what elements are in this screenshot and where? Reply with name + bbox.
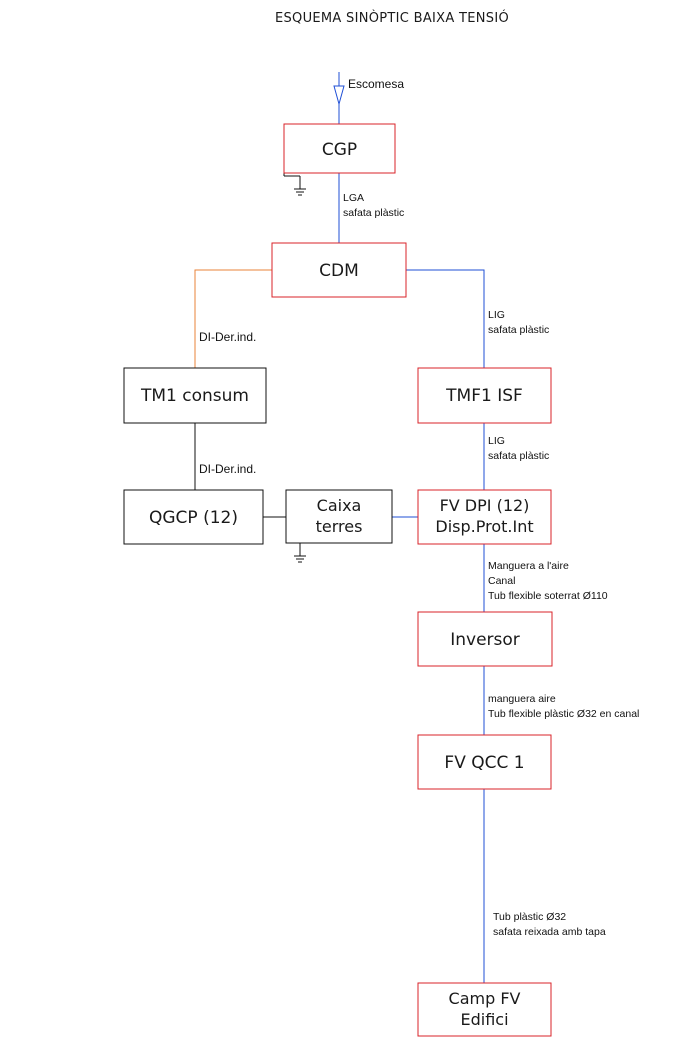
link-label: safata plàstic xyxy=(488,324,549,336)
ground-icon xyxy=(283,173,306,196)
link-label: DI-Der.ind. xyxy=(199,330,256,344)
caixa-terres-label-line2: terres xyxy=(316,517,363,536)
caixa-terres-box xyxy=(285,489,393,544)
ground-icon xyxy=(294,543,306,563)
link-label: Tub plàstic Ø32 xyxy=(493,911,566,923)
tmf1-isf-box xyxy=(417,367,552,424)
camp-fv-label-line2: Edifici xyxy=(460,1010,508,1029)
escomesa-arrow-icon xyxy=(333,85,345,106)
inversor-label: Inversor xyxy=(450,630,520,650)
camp-fv-box xyxy=(417,982,552,1037)
link-label: manguera aire xyxy=(488,693,556,705)
link-label: safata plàstic xyxy=(343,207,404,219)
link-label: LIG xyxy=(488,309,505,321)
link-label: LIG xyxy=(488,435,505,447)
fv-qcc-label: FV QCC 1 xyxy=(444,753,524,773)
inversor-box xyxy=(417,611,553,667)
wire-cdm-tm1 xyxy=(194,269,272,368)
wire-cdm-tmf1 xyxy=(406,269,485,368)
link-label: DI-Der.ind. xyxy=(199,462,256,476)
tmf1-isf-label: TMF1 ISF xyxy=(445,386,523,406)
tm1-consum-box xyxy=(123,367,267,424)
escomesa-label: Escomesa xyxy=(348,77,404,91)
qgcp-label: QGCP (12) xyxy=(149,508,238,528)
cdm-box xyxy=(271,242,407,298)
fv-qcc-box xyxy=(417,734,552,790)
link-label: LGA xyxy=(343,192,364,204)
link-label: Tub flexible plàstic Ø32 en canal xyxy=(488,708,639,720)
fv-dpi-box xyxy=(417,489,552,545)
cgp-label: CGP xyxy=(322,140,357,160)
link-label: Manguera a l'aire xyxy=(488,560,569,572)
link-label: safata plàstic xyxy=(488,450,549,462)
cgp-box xyxy=(283,123,396,174)
diagram-title: ESQUEMA SINÒPTIC BAIXA TENSIÓ xyxy=(275,10,509,26)
fv-dpi-label-line1: FV DPI (12) xyxy=(440,496,530,515)
tm1-consum-label: TM1 consum xyxy=(140,386,249,406)
link-label: safata reixada amb tapa xyxy=(493,926,606,938)
fv-dpi-label-line2: Disp.Prot.Int xyxy=(435,517,533,536)
cdm-label: CDM xyxy=(319,261,359,281)
link-label: Canal xyxy=(488,575,515,587)
caixa-terres-label-line1: Caixa xyxy=(317,496,362,515)
link-label: Tub flexible soterrat Ø110 xyxy=(488,590,608,602)
camp-fv-label-line1: Camp FV xyxy=(449,989,521,1008)
qgcp-box xyxy=(123,489,264,545)
